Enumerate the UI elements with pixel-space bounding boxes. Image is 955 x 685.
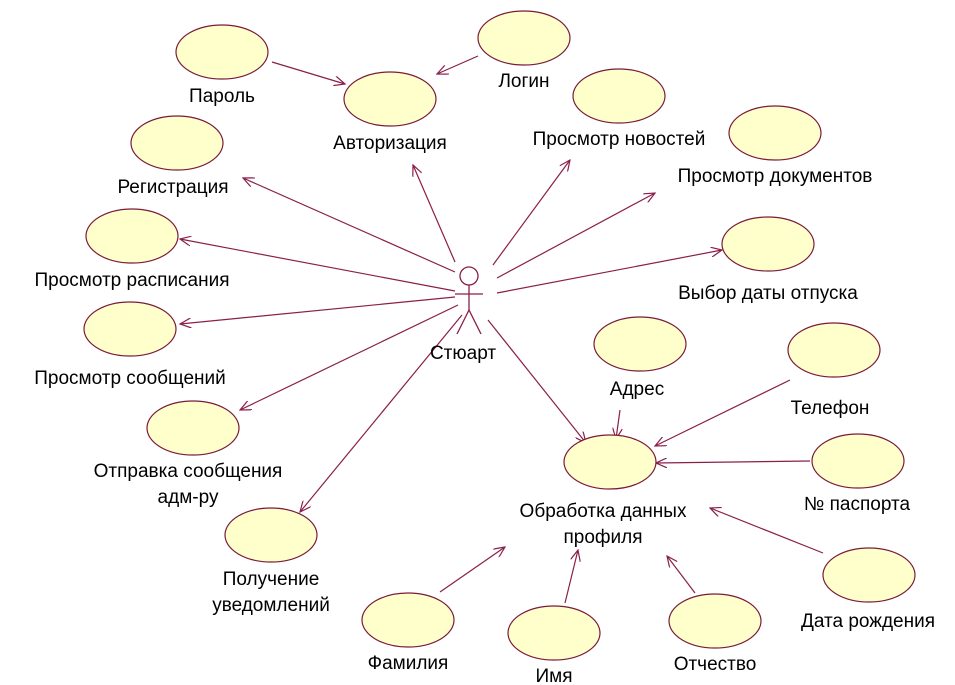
label-data-rozhdeniya: Дата рождения <box>801 611 935 632</box>
edge-adres-obrabotka <box>616 409 620 439</box>
edge-parol-avtorizaciya <box>271 61 345 84</box>
usecase-adres[interactable] <box>593 316 687 372</box>
label-parol: Пароль <box>189 86 255 107</box>
usecase-imya[interactable] <box>507 605 601 661</box>
usecase-pasport[interactable] <box>811 433 905 489</box>
label-dokumenty: Просмотр документов <box>678 166 873 187</box>
label-novosti: Просмотр новостей <box>533 129 706 150</box>
label-obrabotka-line1: Обработка данных <box>520 501 687 522</box>
usecase-parol[interactable] <box>175 24 269 80</box>
actor-label: Стюарт <box>430 343 496 364</box>
label-soobshcheniya: Просмотр сообщений <box>34 368 225 389</box>
label-adres: Адрес <box>610 379 664 400</box>
actor-head <box>459 266 479 286</box>
actor-stuart[interactable] <box>455 266 483 335</box>
label-otchestvo: Отчество <box>674 654 757 675</box>
edge-imya-obrabotka <box>564 550 578 604</box>
usecase-obrabotka[interactable] <box>563 434 657 490</box>
usecase-raspisanie[interactable] <box>85 208 179 264</box>
label-poluchenie-line1: Получение <box>223 569 320 590</box>
label-login: Логин <box>498 71 549 92</box>
label-otpusk: Выбор даты отпуска <box>678 283 858 304</box>
label-poluchenie-line2: уведомлений <box>212 595 330 616</box>
edge-actor-obrabotka <box>487 319 586 443</box>
usecase-login[interactable] <box>477 10 571 66</box>
edge-actor-raspisanie <box>180 239 456 292</box>
usecase-data-rozhdeniya[interactable] <box>822 547 916 603</box>
label-otpravka-line1: Отправка сообщения <box>94 461 283 482</box>
edge-actor-poluchenie <box>300 314 463 512</box>
edge-familiya-obrabotka <box>439 547 505 593</box>
edge-actor-registraciya <box>243 178 456 273</box>
edge-actor-otpravka <box>240 304 459 410</box>
edge-actor-otpusk <box>496 250 722 294</box>
usecase-otpravka[interactable] <box>146 400 240 456</box>
usecase-registraciya[interactable] <box>130 115 224 171</box>
usecase-poluchenie[interactable] <box>224 507 318 563</box>
edge-actor-soobshcheniya <box>180 296 456 324</box>
label-imya: Имя <box>535 666 572 685</box>
associations <box>180 55 824 604</box>
actor-left-leg <box>456 309 470 335</box>
usecase-otchestvo[interactable] <box>668 593 762 649</box>
use-cases <box>83 10 916 661</box>
usecase-novosti[interactable] <box>572 68 666 124</box>
usecase-soobshcheniya[interactable] <box>83 301 177 357</box>
label-familiya: Фамилия <box>368 653 449 674</box>
usecase-dokumenty[interactable] <box>728 105 822 161</box>
usecase-avtorizaciya[interactable] <box>343 71 437 127</box>
actor-right-leg <box>468 309 482 335</box>
edge-login-avtorizaciya <box>437 55 479 74</box>
edge-otchestvo-obrabotka <box>667 556 696 594</box>
edge-actor-avtorizaciya <box>413 165 456 263</box>
label-pasport: № паспорта <box>804 494 911 515</box>
label-raspisanie: Просмотр расписания <box>34 270 229 291</box>
edge-data-obrabotka <box>710 508 824 554</box>
label-otpravka-line2: адм-ру <box>158 487 219 508</box>
label-avtorizaciya: Авторизация <box>333 133 447 154</box>
edge-actor-novosti <box>492 160 570 266</box>
label-telefon: Телефон <box>791 398 870 419</box>
edge-telefon-obrabotka <box>655 379 791 446</box>
usecase-familiya[interactable] <box>361 592 455 648</box>
label-registraciya: Регистрация <box>117 177 228 198</box>
edge-pasport-obrabotka <box>656 461 811 463</box>
edge-actor-dokumenty <box>496 193 655 279</box>
labels: Стюарт Пароль Авторизация Логин Просмотр… <box>34 71 935 685</box>
label-obrabotka-line2: профиля <box>563 527 642 548</box>
usecase-telefon[interactable] <box>787 322 881 378</box>
usecase-otpusk[interactable] <box>721 216 815 272</box>
